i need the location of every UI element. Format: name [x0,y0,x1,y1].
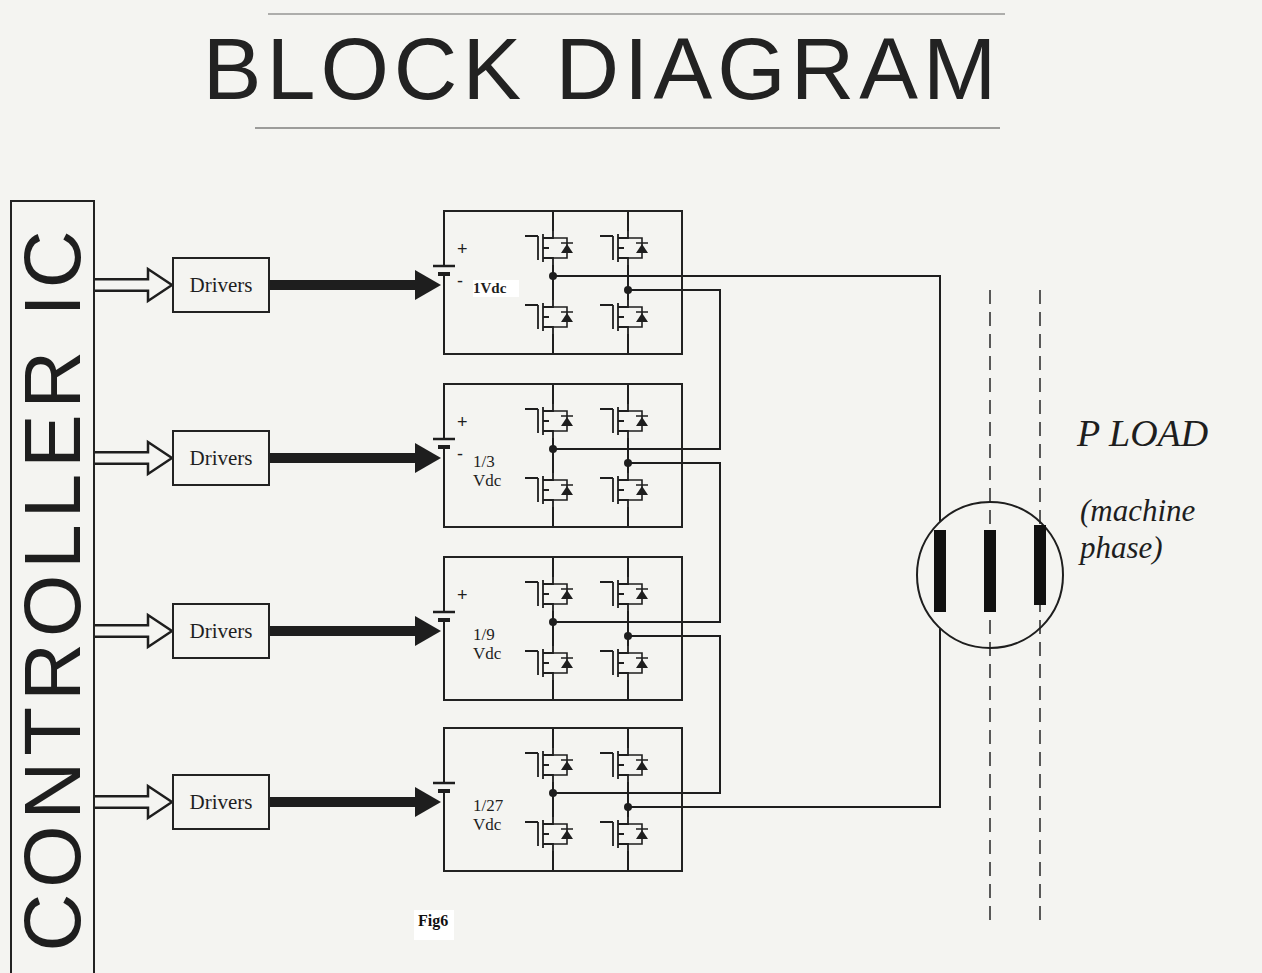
diagram-title: BLOCK DIAGRAM [0,18,1204,119]
wire-path [683,636,720,793]
load-circle-outline [915,500,1065,650]
driver-box: Drivers [172,430,270,486]
polarity-sign: + [457,586,468,606]
series-wire [683,636,720,793]
polarity-sign: + [457,240,468,260]
controller-box: CONTROLLER IC [10,200,95,973]
arrow-shaft-inner [95,627,153,636]
h-bridge-circuit [433,383,683,528]
polarity-sign: - [457,445,463,465]
rule-line [268,13,1005,14]
h-bridge-circuit [433,210,683,355]
dc-source-voltage: 1/9 Vdc [473,626,519,663]
series-wire [683,628,940,807]
arrow-head [415,787,441,817]
arrow-shaft [270,280,416,290]
control-signal-arrow [95,786,172,818]
driver-box: Drivers [172,603,270,659]
machine-phase-load: P LOAD(machine phase) [915,500,1065,650]
h-bridge-circuit [433,727,683,872]
load-circle [917,502,1063,648]
figure-caption: Fig6 [414,910,454,940]
phase-winding-bar [984,530,996,612]
arrow-head [415,616,441,646]
dc-source-voltage: 1Vdc [473,280,519,297]
h-bridge-circuit [433,556,683,701]
arrow-shaft-inner [95,454,153,463]
arrow-shaft [270,626,416,636]
gate-drive-arrow [270,616,441,646]
control-signal-arrow [95,442,172,474]
driver-label: Drivers [190,790,253,815]
control-signal-arrow [95,269,172,301]
wire-path [683,290,720,449]
h-bridge-cell: 1/3 Vdc [443,383,683,528]
wire-path [683,276,940,522]
driver-box: Drivers [172,774,270,830]
dc-source-voltage: 1/3 Vdc [473,453,519,490]
arrow-shaft-inner [95,798,153,807]
title-underline [255,127,1000,128]
arrow-shaft [270,797,416,807]
dc-source-voltage: 1/27 Vdc [473,797,519,834]
gate-drive-arrow [270,443,441,473]
series-wire [683,463,720,622]
driver-label: Drivers [190,273,253,298]
load-label: (machine phase) [1080,492,1255,566]
arrow-shaft-inner [95,281,153,290]
control-signal-arrow [95,615,172,647]
h-bridge-cell: 1/27 Vdc [443,727,683,872]
arrow-head [415,270,441,300]
polarity-sign: - [457,272,463,292]
wire-path [683,463,720,622]
gate-drive-arrow [270,787,441,817]
polarity-sign: + [457,413,468,433]
h-bridge-cell: 1/9 Vdc [443,556,683,701]
gate-drive-arrow [270,270,441,300]
controller-label: CONTROLLER IC [21,224,85,951]
arrow-shaft [270,453,416,463]
phase-winding-bar [1034,525,1046,605]
load-label: P LOAD [1077,412,1208,456]
series-wire [683,290,720,449]
h-bridge-cell: 1Vdc [443,210,683,355]
phase-winding-bar [934,530,946,612]
driver-label: Drivers [190,619,253,644]
series-wire [683,276,940,522]
arrow-head [415,443,441,473]
driver-box: Drivers [172,257,270,313]
driver-label: Drivers [190,446,253,471]
wire-path [683,628,940,807]
